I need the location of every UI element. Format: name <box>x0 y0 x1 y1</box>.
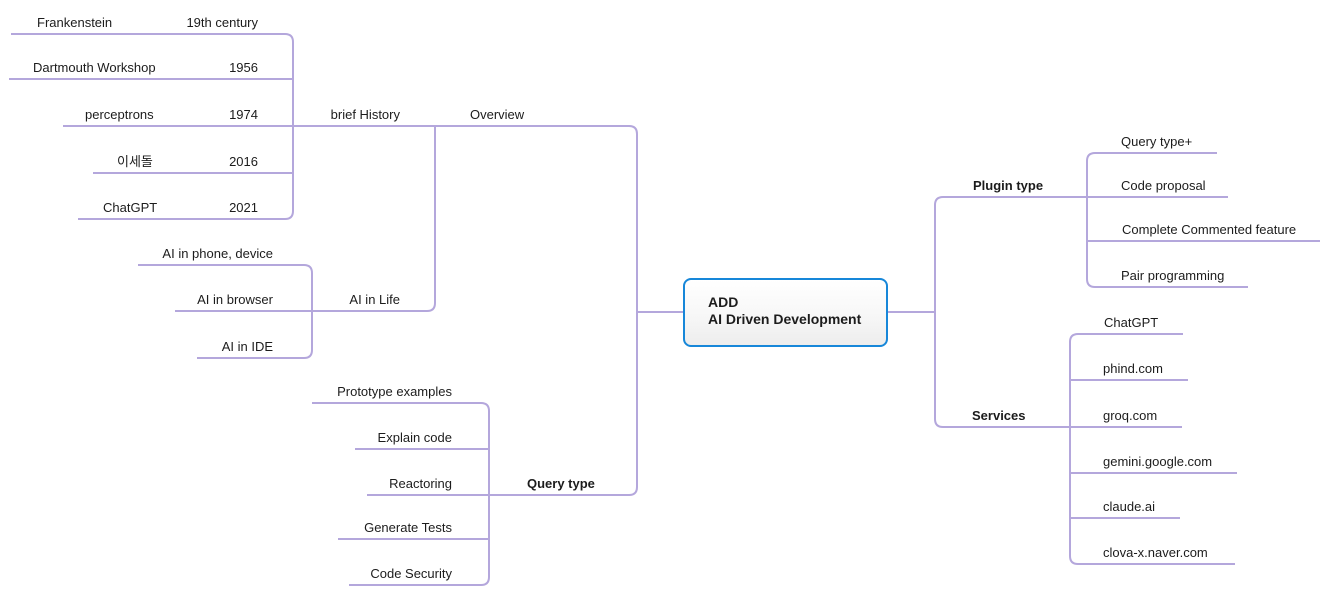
node-dartmouth-workshop[interactable]: Dartmouth Workshop <box>33 60 156 75</box>
node-dartmouth-year[interactable]: 1956 <box>229 60 258 75</box>
root-node-title: ADD AI Driven Development <box>685 280 886 328</box>
node-overview[interactable]: Overview <box>470 107 525 122</box>
node-complete-commented-feature[interactable]: Complete Commented feature <box>1122 222 1297 237</box>
node-brief-history[interactable]: brief History <box>330 107 400 122</box>
node-generate-tests[interactable]: Generate Tests <box>364 520 452 535</box>
node-ai-in-phone-device[interactable]: AI in phone, device <box>162 246 273 261</box>
node-frankenstein[interactable]: Frankenstein <box>37 15 113 30</box>
node-perceptrons[interactable]: perceptrons <box>85 107 154 122</box>
node-chatgpt-history[interactable]: ChatGPT <box>103 200 158 215</box>
node-services[interactable]: Services <box>972 408 1026 423</box>
node-ai-in-browser[interactable]: AI in browser <box>197 292 273 307</box>
node-explain-code[interactable]: Explain code <box>377 430 452 445</box>
node-claude-ai[interactable]: claude.ai <box>1103 499 1156 514</box>
node-pair-programming[interactable]: Pair programming <box>1121 268 1225 283</box>
node-groq-com[interactable]: groq.com <box>1103 408 1158 423</box>
node-ai-in-ide[interactable]: AI in IDE <box>221 339 273 354</box>
ai-life-branch-line <box>175 126 436 312</box>
node-gemini-google-com[interactable]: gemini.google.com <box>1103 454 1213 469</box>
node-query-type-plus[interactable]: Query type+ <box>1121 134 1193 149</box>
node-lee-sedol[interactable]: 이세돌 <box>117 154 153 169</box>
node-query-type[interactable]: Query type <box>527 476 595 491</box>
left-spine-line <box>63 125 638 496</box>
node-code-proposal[interactable]: Code proposal <box>1121 178 1206 193</box>
node-code-security[interactable]: Code Security <box>370 566 452 581</box>
node-clova-x-naver-com[interactable]: clova-x.naver.com <box>1103 545 1208 560</box>
node-frankenstein-year[interactable]: 19th century <box>186 15 258 30</box>
node-lee-sedol-year[interactable]: 2016 <box>229 154 258 169</box>
node-chatgpt-year[interactable]: 2021 <box>229 200 258 215</box>
plugin-children-line <box>1086 152 1248 288</box>
root-title-line2: AI Driven Development <box>708 311 862 327</box>
node-ai-in-life[interactable]: AI in Life <box>349 292 400 307</box>
node-plugin-type[interactable]: Plugin type <box>973 178 1044 193</box>
node-chatgpt-service[interactable]: ChatGPT <box>1104 315 1159 330</box>
node-phind-com[interactable]: phind.com <box>1103 361 1163 376</box>
node-prototype-examples[interactable]: Prototype examples <box>337 384 452 399</box>
node-reactoring[interactable]: Reactoring <box>389 476 452 491</box>
root-node[interactable]: ADD AI Driven Development <box>683 278 888 347</box>
node-perceptrons-year[interactable]: 1974 <box>229 107 258 122</box>
root-title-line1: ADD <box>708 294 739 310</box>
